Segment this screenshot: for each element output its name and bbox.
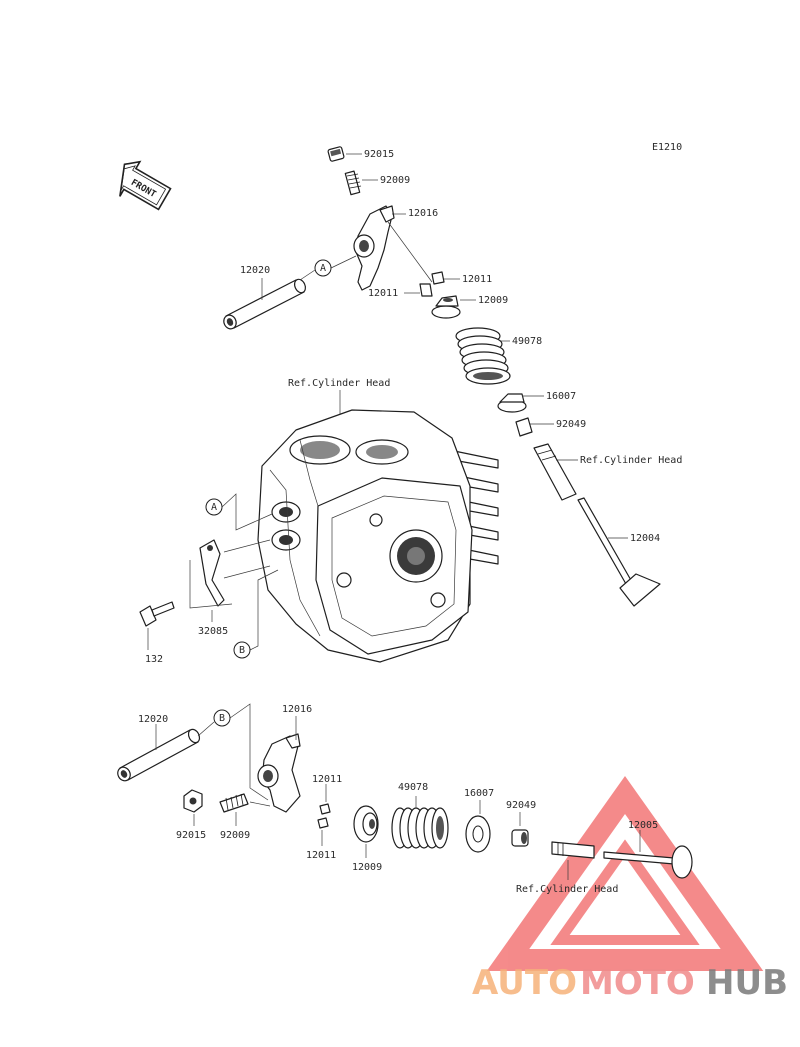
- ref-cylinder-head-main: Ref.Cylinder Head: [288, 378, 390, 389]
- label-12011-top-b: 12011: [368, 288, 398, 299]
- label-49078-bottom: 49078: [398, 782, 428, 793]
- label-12011-top-a: 12011: [462, 274, 492, 285]
- collet-bottom-1: [319, 803, 331, 815]
- collet-top-1: [431, 271, 445, 285]
- label-12004: 12004: [630, 533, 660, 544]
- label-16007-bottom: 16007: [464, 788, 494, 799]
- valve-spring-top: [455, 327, 511, 385]
- label-49078-top: 49078: [512, 336, 542, 347]
- callout-b-mid-label: B: [239, 645, 245, 656]
- valve-guide-top: [533, 443, 577, 501]
- rocker-arm-top: [353, 205, 395, 291]
- label-12011-bottom-b: 12011: [306, 850, 336, 861]
- valve-top: [577, 497, 661, 607]
- rocker-shaft-top: [223, 278, 307, 330]
- watermark-triangle: [486, 775, 764, 971]
- collet-top-2: [419, 283, 433, 297]
- label-12005: 12005: [628, 820, 658, 831]
- label-12020-bottom: 12020: [138, 714, 168, 725]
- callout-a-top-label: A: [320, 263, 326, 274]
- collet-bottom-2: [317, 817, 329, 829]
- label-12020-top: 12020: [240, 265, 270, 276]
- watermark-logo: AUTO MOTO HUB: [472, 963, 788, 1003]
- adjuster-screw-bottom: [219, 793, 249, 813]
- label-12009-top: 12009: [478, 295, 508, 306]
- label-92049-bottom: 92049: [506, 800, 536, 811]
- label-92009-bottom: 92009: [220, 830, 250, 841]
- watermark-hub: HUB: [706, 963, 788, 1003]
- callout-b-bottom-label: B: [219, 713, 225, 724]
- bolt-132: [139, 601, 175, 627]
- retainer-bottom: [353, 805, 379, 843]
- diagram-code: E1210: [652, 142, 682, 153]
- valve-seal-top: [515, 417, 533, 437]
- watermark-moto: MOTO: [580, 963, 695, 1003]
- spring-seat-top: [497, 393, 527, 413]
- label-132: 132: [145, 654, 163, 665]
- label-16007-top: 16007: [546, 391, 576, 402]
- valve-guide-bottom: [551, 841, 595, 859]
- label-12016-top: 12016: [408, 208, 438, 219]
- ref-cylinder-head-2: Ref.Cylinder Head: [516, 884, 618, 895]
- rocker-arm-bottom: [257, 733, 301, 813]
- ref-cylinder-head-1: Ref.Cylinder Head: [580, 455, 682, 466]
- label-12016-bottom: 12016: [282, 704, 312, 715]
- label-12011-bottom-a: 12011: [312, 774, 342, 785]
- label-92015-top: 92015: [364, 149, 394, 160]
- label-92009-top: 92009: [380, 175, 410, 186]
- valve-bottom: [603, 845, 693, 879]
- callout-a-mid-label: A: [211, 502, 217, 513]
- retainer-top: [431, 295, 461, 319]
- adjuster-screw-top: [344, 170, 362, 196]
- plate-32085: [199, 539, 225, 607]
- nut-92015-bottom: [183, 789, 203, 813]
- watermark-auto: AUTO: [472, 963, 577, 1003]
- valve-seal-bottom: [511, 829, 529, 847]
- label-32085: 32085: [198, 626, 228, 637]
- cylinder-head: [257, 409, 499, 663]
- front-arrow-icon: FRONT: [119, 160, 172, 211]
- rocker-shaft-bottom: [117, 728, 201, 782]
- label-92049-top: 92049: [556, 419, 586, 430]
- nut-92015-top: [327, 146, 345, 162]
- valve-spring-bottom: [391, 807, 449, 849]
- spring-seat-bottom: [465, 815, 491, 853]
- label-12009-bottom: 12009: [352, 862, 382, 873]
- label-92015-bottom: 92015: [176, 830, 206, 841]
